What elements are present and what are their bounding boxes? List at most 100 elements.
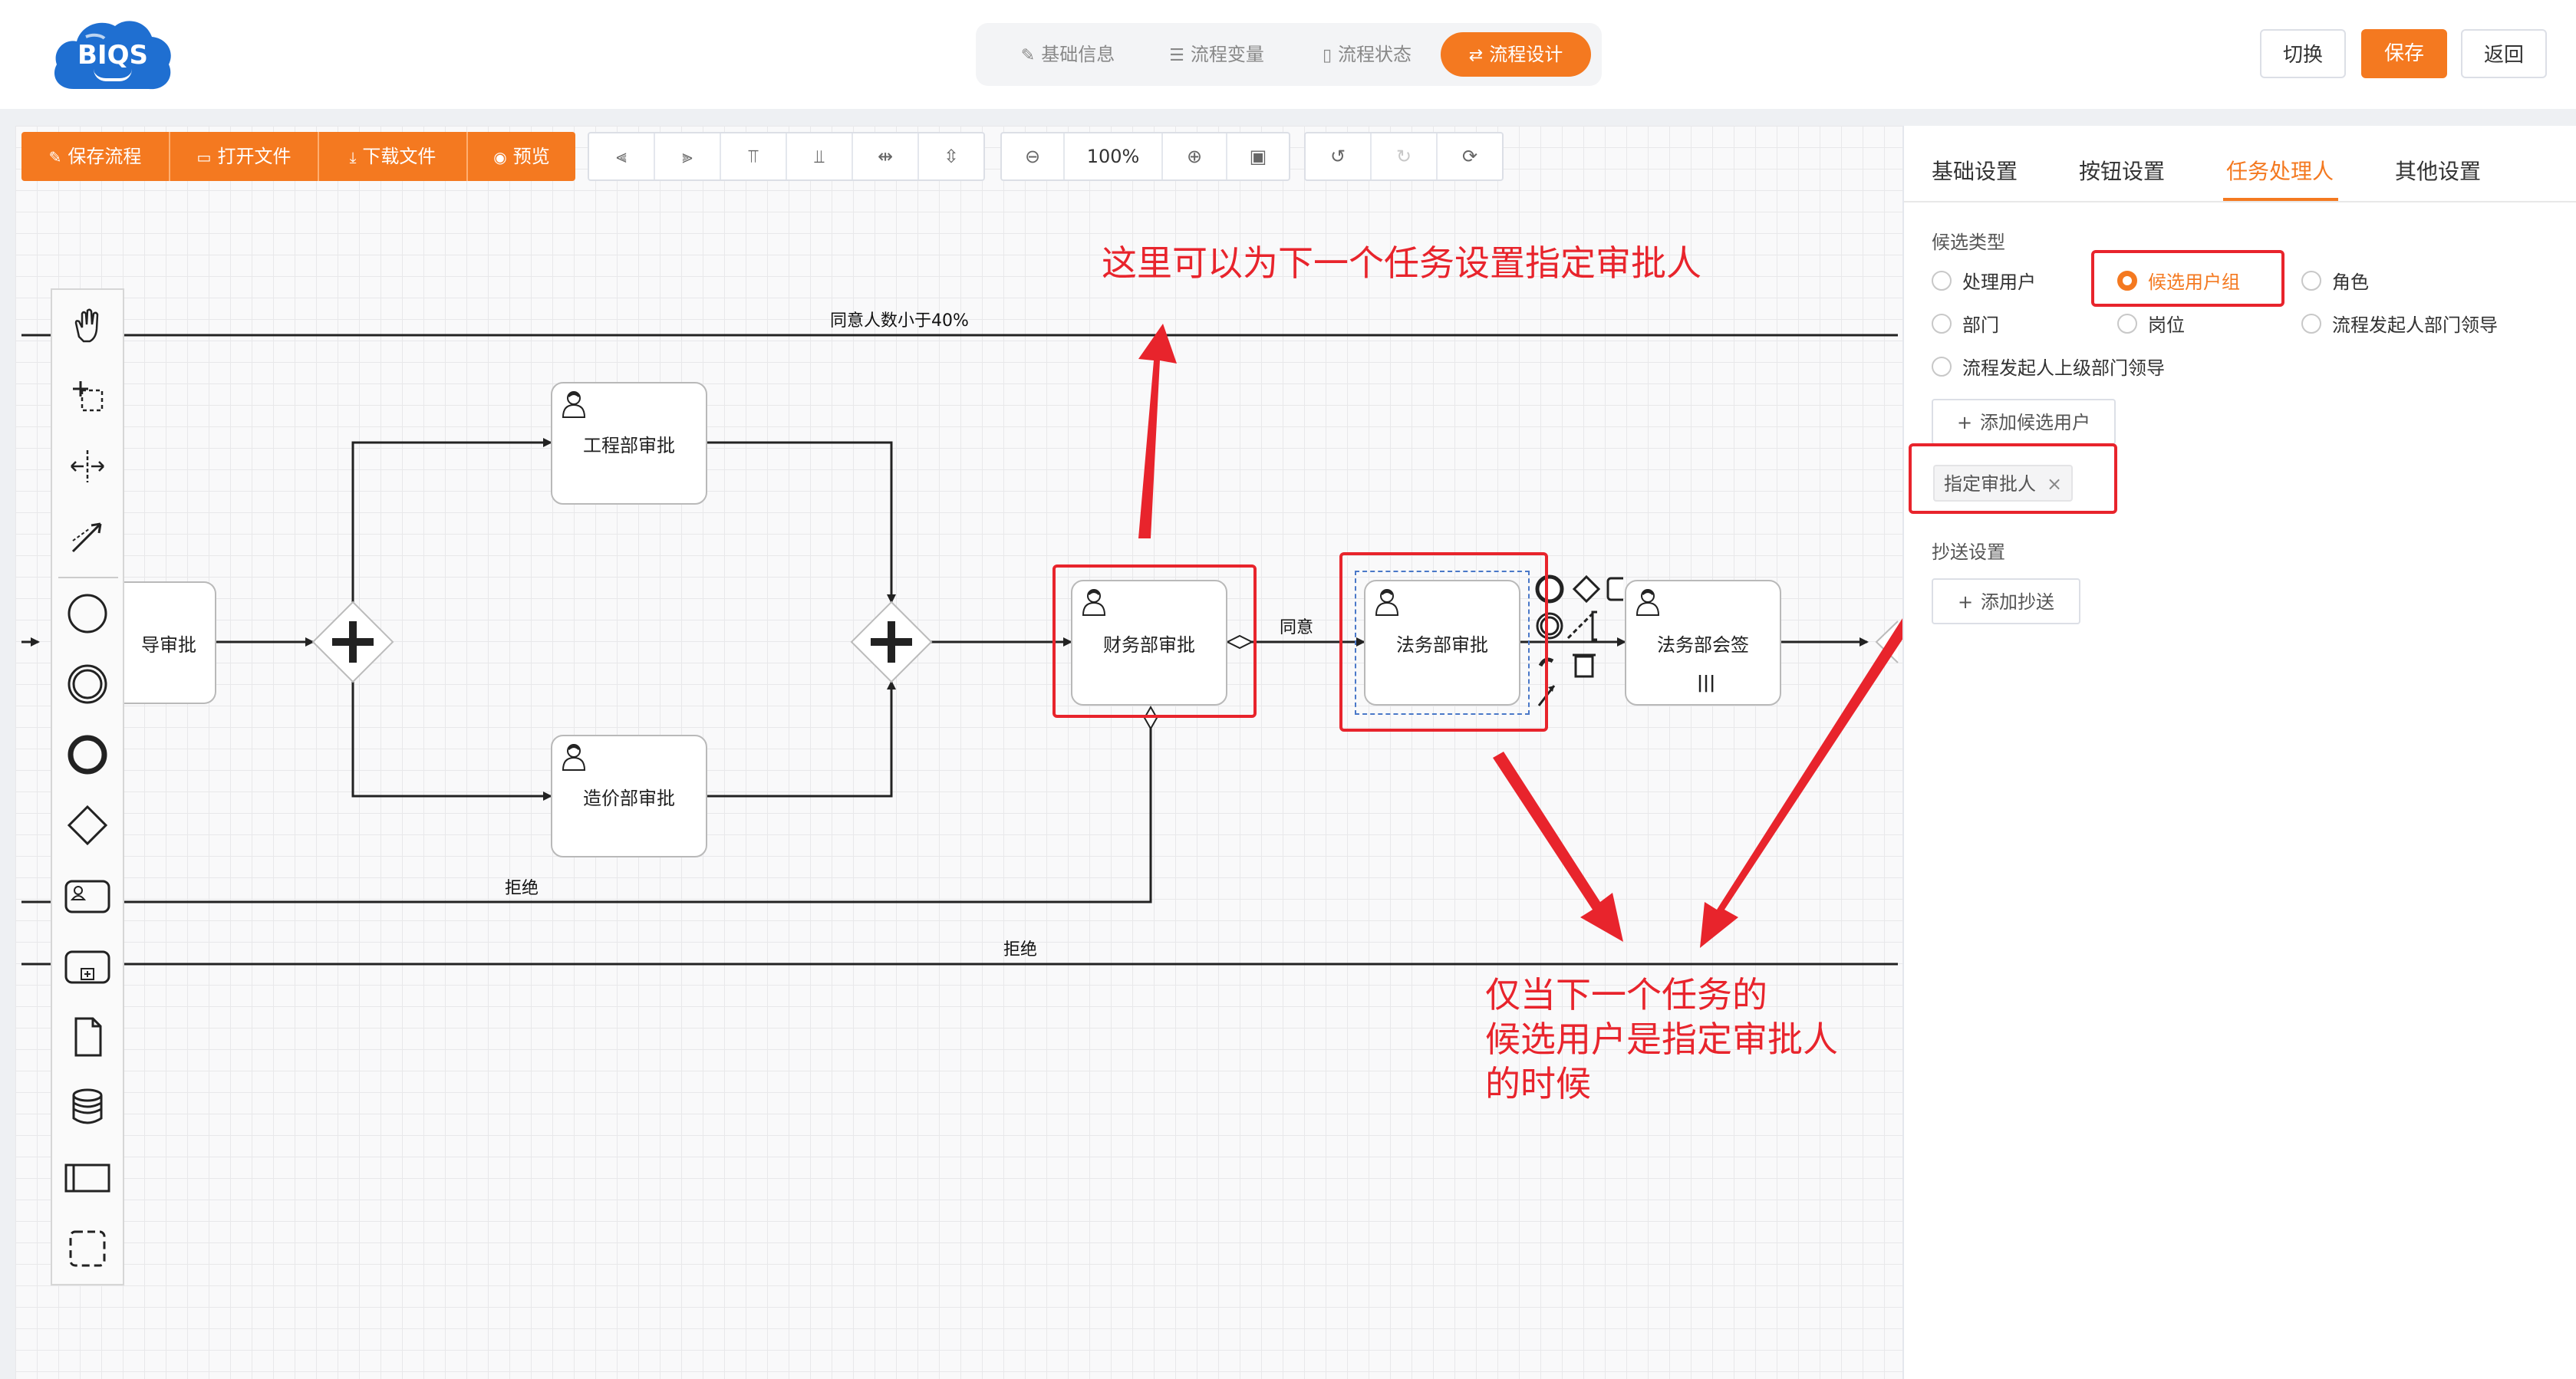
history-toolbar: ↺ ↻ ⟳ (1304, 132, 1504, 181)
logo-smile (94, 69, 132, 81)
task-label: 导审批 (141, 634, 196, 656)
user-task-icon (1632, 586, 1663, 621)
tab-flow-status[interactable]: ▯ 流程状态 (1301, 32, 1433, 77)
fit-viewport-icon[interactable]: ▣ (1249, 146, 1267, 167)
parallel-gateway[interactable] (850, 601, 933, 683)
start-event-icon[interactable] (63, 589, 112, 638)
radio-label: 流程发起人上级部门领导 (1962, 357, 2165, 379)
flow-label-reject: 拒绝 (1003, 940, 1038, 959)
tab-flow-design[interactable]: ⇄ 流程设计 (1441, 32, 1591, 77)
flow-line[interactable] (351, 438, 552, 602)
task-legal-approval[interactable]: 法务部审批 (1364, 580, 1520, 706)
annotation-bottom-note-line2: 候选用户是指定审批人 (1485, 1019, 1838, 1060)
flow-label-reject: 拒绝 (505, 879, 539, 898)
context-pad (1535, 574, 1623, 706)
file-toolbar: ✎保存流程 ▭打开文件 ⤓下载文件 ◉预览 (21, 132, 575, 181)
back-button[interactable]: 返回 (2461, 29, 2547, 78)
tag-label: 指定审批人 (1944, 473, 2036, 495)
zoom-out-icon[interactable]: ⊖ (1002, 133, 1065, 179)
task-engineering-approval[interactable]: 工程部审批 (551, 382, 707, 505)
group-icon[interactable] (63, 1224, 112, 1273)
task-leader-approval[interactable]: 导审批 (123, 581, 216, 704)
hand-tool-icon[interactable] (63, 301, 112, 350)
tab-button-settings[interactable]: 按钮设置 (2079, 159, 2166, 184)
flow-line[interactable] (351, 682, 552, 801)
zoom-in-icon[interactable]: ⊕ (1163, 133, 1227, 179)
text-annotation-tool-icon[interactable] (1591, 611, 1597, 641)
tab-other-settings[interactable]: 其他设置 (2395, 159, 2482, 184)
logo-text: BIQS (77, 40, 148, 71)
space-tool-icon[interactable] (63, 442, 112, 491)
flow-line-reject[interactable] (21, 719, 1152, 903)
radio-dot (1932, 313, 1952, 334)
align-bottom-icon[interactable]: ⫫ (787, 133, 853, 179)
end-event-tool-icon[interactable] (1535, 574, 1564, 604)
add-cc-button[interactable]: +添加抄送 (1932, 578, 2080, 624)
pool-icon[interactable] (63, 1154, 112, 1203)
switch-button[interactable]: 切换 (2260, 29, 2346, 78)
radio-label: 候选用户组 (2148, 272, 2240, 293)
radio-initiator-dept-leader[interactable]: 流程发起人部门领导 (2301, 310, 2498, 337)
radio-candidate-group[interactable]: 候选用户组 (2117, 267, 2240, 294)
tab-label: 流程状态 (1338, 44, 1412, 65)
align-top-icon[interactable]: ⫪ (721, 133, 787, 179)
task-finance-approval[interactable]: 财务部审批 (1071, 580, 1227, 706)
tab-label: 流程设计 (1489, 44, 1563, 65)
end-event-icon[interactable] (63, 730, 112, 779)
save-flow-button[interactable]: ✎保存流程 (21, 132, 169, 181)
gateway-tool-icon[interactable] (1572, 574, 1601, 604)
tab-basic-settings[interactable]: 基础设置 (1932, 159, 2018, 184)
task-costing-approval[interactable]: 造价部审批 (551, 735, 707, 857)
document-icon: ▯ (1322, 46, 1332, 65)
align-center-icon[interactable]: ⇹ (853, 133, 919, 179)
close-icon[interactable]: × (2047, 473, 2063, 495)
radio-dot (2301, 270, 2321, 291)
radio-position[interactable]: 岗位 (2117, 310, 2185, 337)
radio-initiator-upper-dept-leader[interactable]: 流程发起人上级部门领导 (1932, 353, 2165, 380)
add-candidate-user-button[interactable]: +添加候选用户 (1932, 399, 2116, 445)
align-left-icon[interactable]: ⫷ (589, 133, 655, 179)
flow-line[interactable] (707, 441, 896, 604)
preview-button[interactable]: ◉预览 (468, 132, 575, 181)
radio-dot (2117, 313, 2137, 334)
trash-icon[interactable] (1574, 655, 1594, 678)
data-object-icon[interactable] (63, 1012, 112, 1061)
radio-role[interactable]: 角色 (2301, 267, 2369, 294)
tab-task-assignee[interactable]: 任务处理人 (2226, 159, 2334, 184)
flow-icon: ⇄ (1468, 46, 1484, 65)
tab-flow-variables[interactable]: ☰流程变量 (1151, 32, 1283, 77)
flow-label-agree-under-40: 同意人数小于40% (830, 311, 969, 331)
association-tool-icon[interactable] (1566, 612, 1594, 640)
radio-department[interactable]: 部门 (1932, 310, 1999, 337)
task-icon[interactable] (63, 871, 112, 920)
save-button[interactable]: 保存 (2361, 29, 2447, 78)
edit-icon: ✎ (48, 148, 62, 166)
gateway-icon[interactable] (63, 801, 112, 850)
user-task-icon (558, 741, 589, 776)
task-tool-icon[interactable] (1606, 577, 1623, 601)
redo-icon[interactable]: ↻ (1372, 133, 1438, 179)
lasso-tool-icon[interactable] (63, 371, 112, 420)
zoom-level: 100% (1065, 133, 1163, 179)
highlight-candidate-group (2091, 250, 2284, 307)
intermediate-event-icon[interactable] (63, 660, 112, 709)
task-legal-countersign[interactable]: 法务部会签 ||| (1625, 580, 1781, 706)
download-file-button[interactable]: ⤓下载文件 (319, 132, 466, 181)
parallel-gateway[interactable] (311, 601, 394, 683)
open-file-button[interactable]: ▭打开文件 (170, 132, 318, 181)
flow-line[interactable] (707, 680, 896, 798)
align-middle-icon[interactable]: ⇳ (943, 146, 960, 167)
radio-handler-user[interactable]: 处理用户 (1932, 267, 2036, 294)
global-connect-tool-icon[interactable] (63, 512, 112, 561)
radio-label: 流程发起人部门领导 (2332, 314, 2498, 336)
undo-icon[interactable]: ↺ (1306, 133, 1372, 179)
align-toolbar: ⫷ ⫸ ⫪ ⫫ ⇹ ⇳ (588, 132, 985, 181)
element-palette (51, 288, 124, 1285)
refresh-icon[interactable]: ⟳ (1461, 146, 1478, 167)
assigned-approver-tag: 指定审批人 × (1933, 465, 2074, 502)
data-store-icon[interactable] (63, 1083, 112, 1132)
tab-basic-info[interactable]: ✎基础信息 (1006, 32, 1129, 77)
align-right-icon[interactable]: ⫸ (655, 133, 721, 179)
task-label: 法务部会签 (1657, 634, 1749, 656)
subprocess-icon[interactable] (63, 942, 112, 991)
